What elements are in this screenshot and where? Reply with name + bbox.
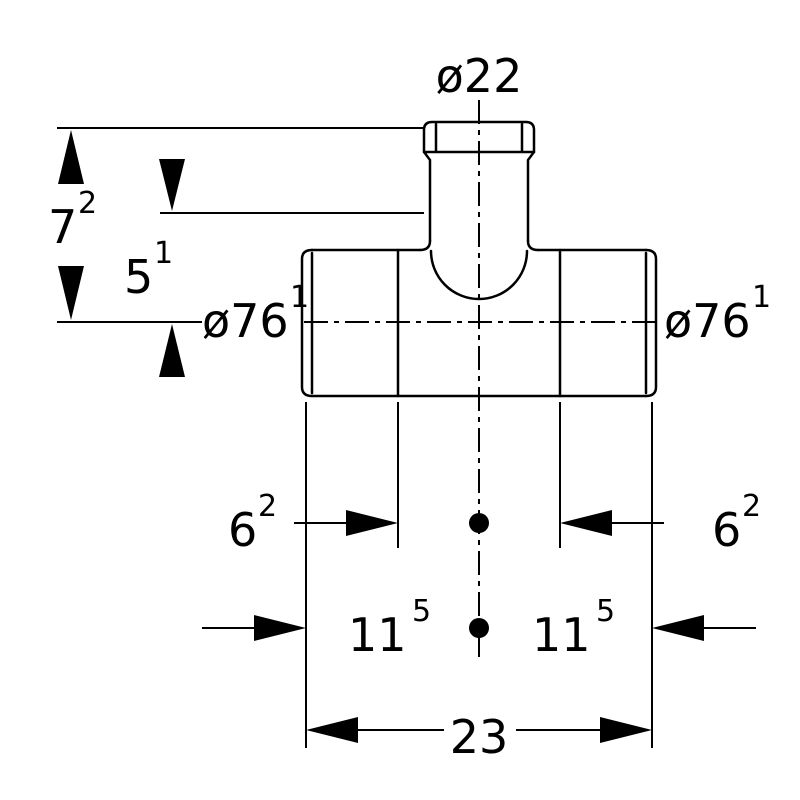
insertion-left-label: 6 bbox=[228, 503, 257, 557]
half-length-right-superscript: 5 bbox=[596, 594, 615, 629]
body-end-left bbox=[300, 248, 314, 398]
right-diameter-superscript: 1 bbox=[752, 280, 771, 315]
tee-fitting-outline bbox=[300, 120, 658, 398]
left-diameter-superscript: 1 bbox=[290, 280, 309, 315]
branch-diameter-label: ø22 bbox=[436, 49, 523, 103]
branch-bore-arc bbox=[429, 249, 529, 301]
height-branch-superscript: 1 bbox=[154, 236, 173, 271]
center-dot-insertion-row bbox=[469, 513, 489, 533]
height-total-superscript: 2 bbox=[78, 186, 97, 221]
arrowhead-insertion-left bbox=[346, 510, 398, 536]
branch-fillet-left bbox=[418, 239, 432, 252]
arrowhead-insertion-right bbox=[560, 510, 612, 536]
insertion-right-label: 6 bbox=[712, 503, 741, 557]
arrowhead-height-branch-down bbox=[159, 159, 185, 211]
body-end-right bbox=[644, 248, 658, 398]
arrowhead-height-total-up bbox=[58, 130, 84, 184]
insertion-right-superscript: 2 bbox=[742, 489, 761, 524]
arrowhead-total-left bbox=[306, 717, 358, 743]
height-total-label: 7 bbox=[48, 200, 77, 254]
insertion-left-superscript: 2 bbox=[258, 489, 277, 524]
arrowhead-half-right bbox=[652, 615, 704, 641]
right-diameter-label: ø76 bbox=[664, 294, 751, 348]
branch-outline bbox=[422, 120, 536, 243]
half-length-left-label: 11 bbox=[348, 608, 407, 662]
half-length-right-label: 11 bbox=[532, 608, 591, 662]
half-length-left-superscript: 5 bbox=[412, 594, 431, 629]
center-dot-half-row bbox=[469, 618, 489, 638]
left-diameter-label: ø76 bbox=[202, 294, 289, 348]
arrowhead-total-right bbox=[600, 717, 652, 743]
arrowhead-half-left bbox=[254, 615, 306, 641]
height-branch-label: 5 bbox=[124, 250, 153, 304]
total-length-label: 23 bbox=[450, 710, 509, 764]
arrowhead-height-branch-up bbox=[159, 324, 185, 377]
arrowhead-height-total-down bbox=[58, 266, 84, 320]
branch-fillet-right bbox=[526, 239, 540, 252]
